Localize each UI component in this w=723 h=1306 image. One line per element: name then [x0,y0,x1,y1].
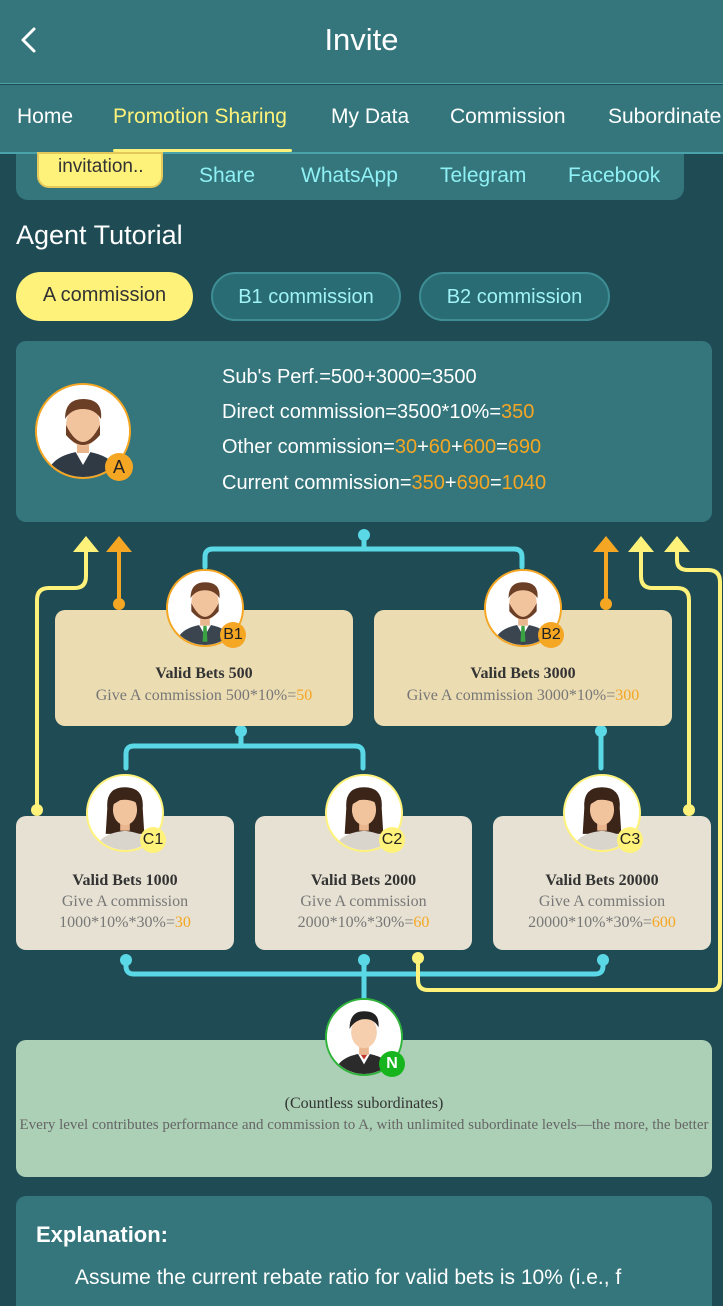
card-c3-title: Valid Bets 20000 [545,872,659,889]
formula-other-commission: Other commission=30+60+600=690 [222,436,542,458]
avatar-badge-b1: B1 [220,622,246,648]
formula-direct-commission: Direct commission=3500*10%=350 [222,401,535,423]
tab-bar: Home Promotion Sharing My Data Commissio… [0,85,723,154]
tab-my-data[interactable]: My Data [331,105,410,128]
tab-a-commission[interactable]: A commission [16,272,193,321]
card-c2: Valid Bets 2000 Give A commission 2000*1… [255,816,472,950]
avatar-b1: B1 [166,569,246,648]
card-b2-title: Valid Bets 3000 [470,665,576,682]
avatar-a: A [35,383,133,481]
explanation-panel: Explanation: Assume the current rebate r… [16,1196,712,1306]
card-c3: Valid Bets 20000 Give A commission 20000… [493,816,711,950]
card-n: (Countless subordinates) Every level con… [16,1040,712,1177]
facebook-link[interactable]: Facebook [568,164,661,187]
card-c2-title: Valid Bets 2000 [310,872,417,889]
card-c2-line1: Give A commission [300,893,427,910]
card-c1-title: Valid Bets 1000 [72,872,178,889]
avatar-badge-n: N [379,1051,405,1077]
avatar-c3: C3 [563,774,643,853]
telegram-link[interactable]: Telegram [440,164,527,187]
man-avatar-icon [37,385,129,477]
back-button[interactable] [14,22,46,58]
tab-b2-commission[interactable]: B2 commission [419,272,610,321]
avatar-badge-b2: B2 [538,622,564,648]
tab-subordinate[interactable]: Subordinate [608,105,722,128]
summary-panel: A Sub's Perf.=500+3000=3500 Direct commi… [16,341,712,522]
card-c3-line2: 20000*10%*30%=600 [528,914,676,931]
card-c2-line2: 2000*10%*30%=60 [297,914,430,931]
card-n-title: (Countless subordinates) [284,1095,444,1112]
formula-sub-performance: Sub's Perf.=500+3000=3500 [222,366,477,388]
avatar-c1: C1 [86,774,166,853]
card-b1-text: Give A commission 500*10%=50 [95,687,313,704]
card-c1-line2: 1000*10%*30%=30 [59,914,191,931]
avatar-badge-c2: C2 [379,827,405,853]
formula-current-commission: Current commission=350+690=1040 [222,472,547,494]
card-c1: Valid Bets 1000 Give A commission 1000*1… [16,816,234,950]
card-b1-title: Valid Bets 500 [155,665,253,682]
top-bar: Invite [0,0,723,84]
page-title: Invite [324,22,399,57]
card-n-text: Every level contributes performance and … [19,1117,709,1133]
share-strip: invitation.. Share WhatsApp Telegram Fac… [16,152,684,200]
card-c3-line1: Give A commission [538,893,666,910]
tab-home[interactable]: Home [17,105,74,128]
whatsapp-link[interactable]: WhatsApp [301,164,398,187]
invitation-link-pill[interactable]: invitation.. [37,152,163,188]
tab-promotion-sharing[interactable]: Promotion Sharing [113,105,287,128]
card-c1-line1: Give A commission [61,893,189,910]
avatar-badge-a: A [105,453,133,481]
explanation-heading: Explanation: [36,1222,169,1247]
card-b2-text: Give A commission 3000*10%=300 [406,687,640,704]
tab-b1-commission[interactable]: B1 commission [211,272,401,321]
tab-commission[interactable]: Commission [450,105,566,128]
avatar-c2: C2 [325,774,405,853]
avatar-badge-c1: C1 [140,827,166,853]
explanation-text: Assume the current rebate ratio for vali… [75,1266,622,1289]
active-tab-indicator [113,149,292,152]
avatar-n: N [325,998,405,1077]
avatar-badge-c3: C3 [617,827,643,853]
chevron-left-icon [21,27,36,53]
agent-tutorial-title: Agent Tutorial [16,220,183,250]
share-link[interactable]: Share [199,164,256,187]
avatar-b2: B2 [484,569,564,648]
